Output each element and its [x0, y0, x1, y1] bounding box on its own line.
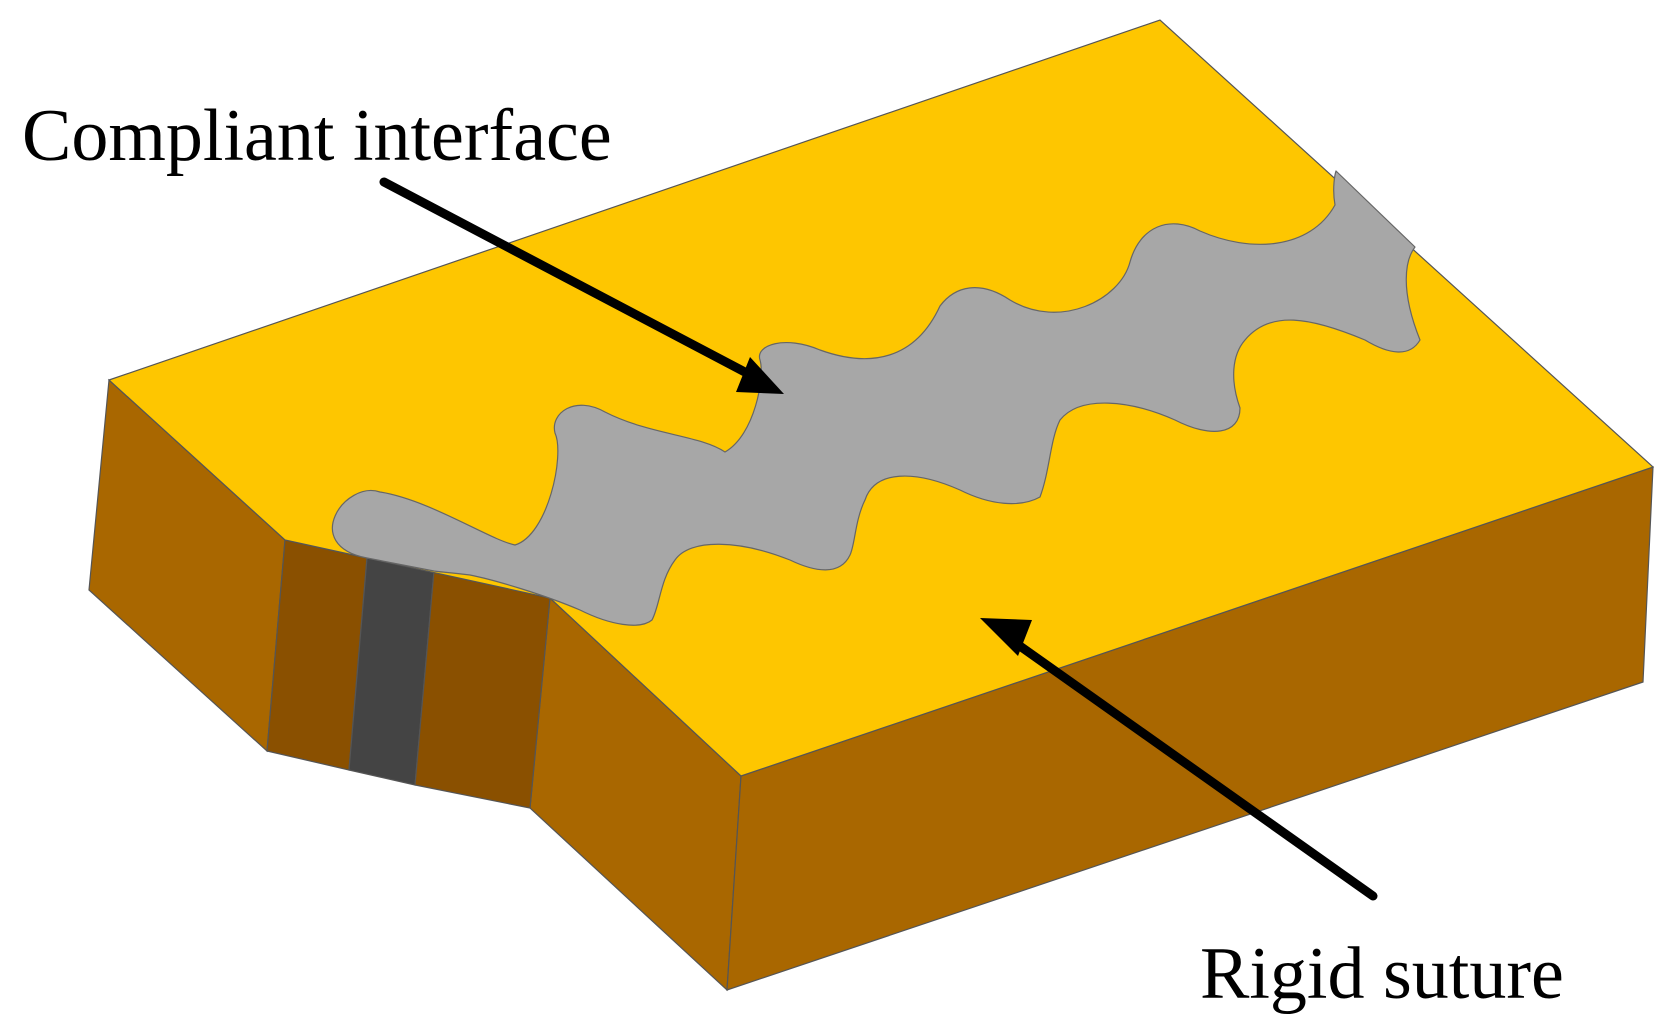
notch-face-right-part [414, 570, 551, 809]
rigid-suture-label: Rigid suture [1200, 933, 1564, 1015]
compliant-interface-band [331, 170, 1421, 626]
compliant-interface-label: Compliant interface [22, 95, 612, 177]
rigid-suture-arrow [980, 618, 1378, 901]
rigid-suture-arrowhead [980, 618, 1032, 656]
compliant-interface-arrowhead [736, 357, 784, 394]
compliant-interface-arrow [379, 177, 784, 394]
